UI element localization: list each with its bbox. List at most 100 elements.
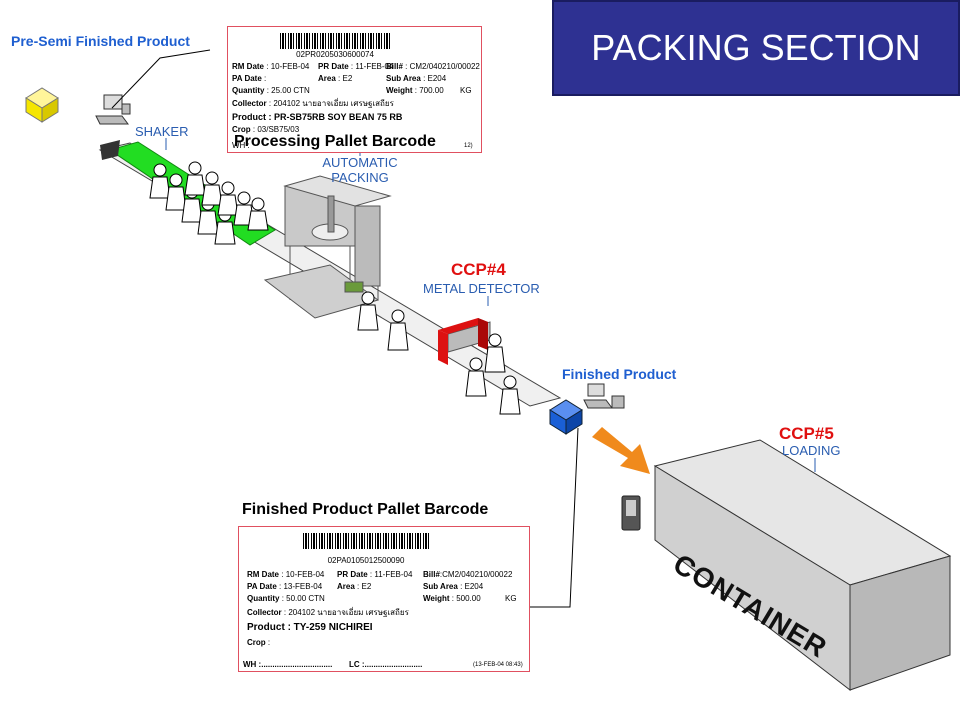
card-field-pr-date-label: PR Date bbox=[318, 62, 349, 71]
computer-terminal-icon bbox=[95, 94, 131, 125]
card-field-collector-label: Collector bbox=[232, 99, 267, 108]
card-field-crop: : 03/SB75/03 bbox=[252, 125, 300, 134]
card-field-weight-unit: KG bbox=[460, 86, 472, 95]
card-field-row: Area : E2 bbox=[337, 581, 371, 593]
card-field-pr-date: : 11-FEB-04 bbox=[369, 570, 413, 579]
container bbox=[653, 439, 952, 692]
card-field-collector: : 204102 นายอาจเอี่ยม เศรษฐเสถียร bbox=[268, 99, 394, 108]
page-title-text: PACKING SECTION bbox=[591, 27, 921, 68]
pre-semi-finished-box-icon bbox=[25, 87, 59, 123]
barcode-number: 02PR0205030600074 bbox=[296, 50, 374, 59]
shaker-feeder bbox=[100, 140, 120, 160]
workers-group bbox=[149, 161, 521, 415]
card-field-sub-area: : E204 bbox=[460, 582, 484, 591]
card-field-row: PR Date : 11-FEB-04 bbox=[337, 569, 412, 581]
card-field-row: Weight : 500.00 bbox=[423, 593, 481, 605]
handheld-scanner-icon bbox=[621, 495, 641, 531]
card-field-sub-area: : E204 bbox=[423, 74, 447, 83]
card-field-product-label: Product bbox=[232, 112, 267, 122]
card-field-bill: :CM2/040210/00022 bbox=[439, 570, 513, 579]
automatic-packing-machine bbox=[263, 175, 392, 319]
card-field-sub-area-label: Sub Area bbox=[423, 582, 458, 591]
card-field-row: PR Date : 11-FEB-04 bbox=[318, 61, 393, 73]
card-field-product: : TY-259 NICHIREI bbox=[287, 622, 373, 633]
card-field-product: : PR-SB75RB SOY BEAN 75 RB bbox=[268, 112, 403, 122]
card-field-collector-label: Collector bbox=[247, 608, 282, 617]
card-field-row: Area : E2 bbox=[318, 73, 352, 85]
card-field-row: Product : TY-259 NICHIREI bbox=[247, 622, 373, 634]
loading-arrow-icon bbox=[592, 427, 650, 474]
card-field-rm-date-label: RM Date bbox=[232, 62, 265, 71]
computer-terminal-icon bbox=[583, 383, 625, 409]
barcode-icon bbox=[303, 533, 429, 549]
card-field-rm-date: : 10-FEB-04 bbox=[281, 570, 325, 579]
metal-detector bbox=[438, 318, 491, 365]
card-field-wh-label: WH :................................ bbox=[243, 660, 333, 669]
card-field-row: Collector : 204102 นายอาจเอี่ยม เศรษฐเสถ… bbox=[247, 607, 409, 619]
automatic-packing-line-2: PACKING bbox=[331, 170, 389, 185]
card-field-quantity-label: Quantity bbox=[232, 86, 265, 95]
card-field-bill-label: Bill# bbox=[423, 570, 440, 579]
card-field-crop-label: Crop bbox=[247, 638, 266, 647]
finished-product-label: Finished Product bbox=[562, 366, 677, 382]
connector-line bbox=[111, 49, 211, 109]
card-field-area: : E2 bbox=[338, 74, 353, 83]
finished-product-pallet-barcode-heading: Finished Product Pallet Barcode bbox=[242, 501, 489, 518]
card-field-crop-label: Crop bbox=[232, 125, 251, 134]
card-field-lc-label: LC :.......................... bbox=[349, 660, 423, 669]
card-field-row: Crop : 03/SB75/03 bbox=[232, 124, 299, 136]
automatic-packing-label: AUTOMATIC PACKING bbox=[316, 155, 404, 185]
card-field-bill-label: Bill# bbox=[386, 62, 403, 71]
card-field-pa-date: : bbox=[264, 74, 267, 83]
metal-detector-label: METAL DETECTOR bbox=[423, 281, 540, 296]
card-field-product-label: Product bbox=[247, 622, 285, 633]
card-field-stamp: (13-FEB-04 08:43) bbox=[473, 662, 523, 668]
page-title: PACKING SECTION bbox=[552, 0, 960, 96]
card-field-pa-date-label: PA Date bbox=[232, 74, 262, 83]
processing-pallet-barcode-card: 02PR0205030600074 RM Date : 10-FEB-04 PR… bbox=[227, 26, 482, 153]
shaker-label: SHAKER bbox=[135, 124, 189, 139]
card-field-row: Sub Area : E204 bbox=[423, 581, 483, 593]
card-field-rm-date: : 10-FEB-04 bbox=[266, 62, 310, 71]
card-field-area-label: Area bbox=[337, 582, 355, 591]
connector-line bbox=[530, 427, 579, 608]
card-field-pr-date-label: PR Date bbox=[337, 570, 368, 579]
card-field-sub-area-label: Sub Area bbox=[386, 74, 421, 83]
card-field-weight: : 700.00 bbox=[414, 86, 444, 95]
card-field-weight: : 500.00 bbox=[451, 594, 481, 603]
card-field-area: : E2 bbox=[357, 582, 372, 591]
card-field-collector: : 204102 นายอาจเอี่ยม เศรษฐเสถียร bbox=[283, 608, 409, 617]
card-field-stamp: 12) bbox=[464, 143, 473, 149]
barcode-number: 02PA0105012500090 bbox=[327, 556, 405, 565]
card-field-pr-date: : 11-FEB-04 bbox=[350, 62, 394, 71]
ccp4-label: CCP#4 bbox=[451, 260, 506, 279]
loading-label: LOADING bbox=[782, 443, 841, 458]
card-field-wh-label: WH : bbox=[232, 141, 250, 150]
card-field-area-label: Area bbox=[318, 74, 336, 83]
card-field-bill: : CM2/040210/00022 bbox=[405, 62, 480, 71]
card-field-weight-label: Weight bbox=[423, 594, 450, 603]
card-field-pa-date: : 13-FEB-04 bbox=[279, 582, 323, 591]
card-field-row: Bill# : CM2/040210/00022 bbox=[386, 61, 480, 73]
card-field-crop: : bbox=[267, 638, 271, 647]
card-field-row: RM Date : 10-FEB-04 bbox=[232, 61, 309, 73]
card-field-row: Product : PR-SB75RB SOY BEAN 75 RB bbox=[232, 111, 402, 123]
card-field-weight-unit: KG bbox=[505, 594, 517, 603]
card-field-row: Collector : 204102 นายอาจเอี่ยม เศรษฐเสถ… bbox=[232, 98, 394, 110]
card-field-row: PA Date : bbox=[232, 73, 266, 85]
barcode-icon bbox=[280, 33, 390, 49]
finished-product-box-icon bbox=[549, 399, 583, 435]
card-field-quantity: : 50.00 CTN bbox=[281, 594, 325, 603]
card-field-row: RM Date : 10-FEB-04 bbox=[247, 569, 324, 581]
card-field-quantity-label: Quantity bbox=[247, 594, 280, 603]
automatic-packing-line-1: AUTOMATIC bbox=[322, 155, 398, 170]
card-field-row: Bill#:CM2/040210/00022 bbox=[423, 569, 512, 581]
card-field-row: Sub Area : E204 bbox=[386, 73, 446, 85]
card-field-quantity: : 25.00 CTN bbox=[266, 86, 310, 95]
card-field-row: Crop : bbox=[247, 637, 270, 649]
processing-pallet-barcode-heading: Processing Pallet Barcode bbox=[234, 133, 436, 150]
finished-product-pallet-barcode-card: 02PA0105012500090 RM Date : 10-FEB-04 PR… bbox=[238, 526, 530, 672]
ccp5-label: CCP#5 bbox=[779, 424, 834, 443]
card-field-pa-date-label: PA Date bbox=[247, 582, 277, 591]
